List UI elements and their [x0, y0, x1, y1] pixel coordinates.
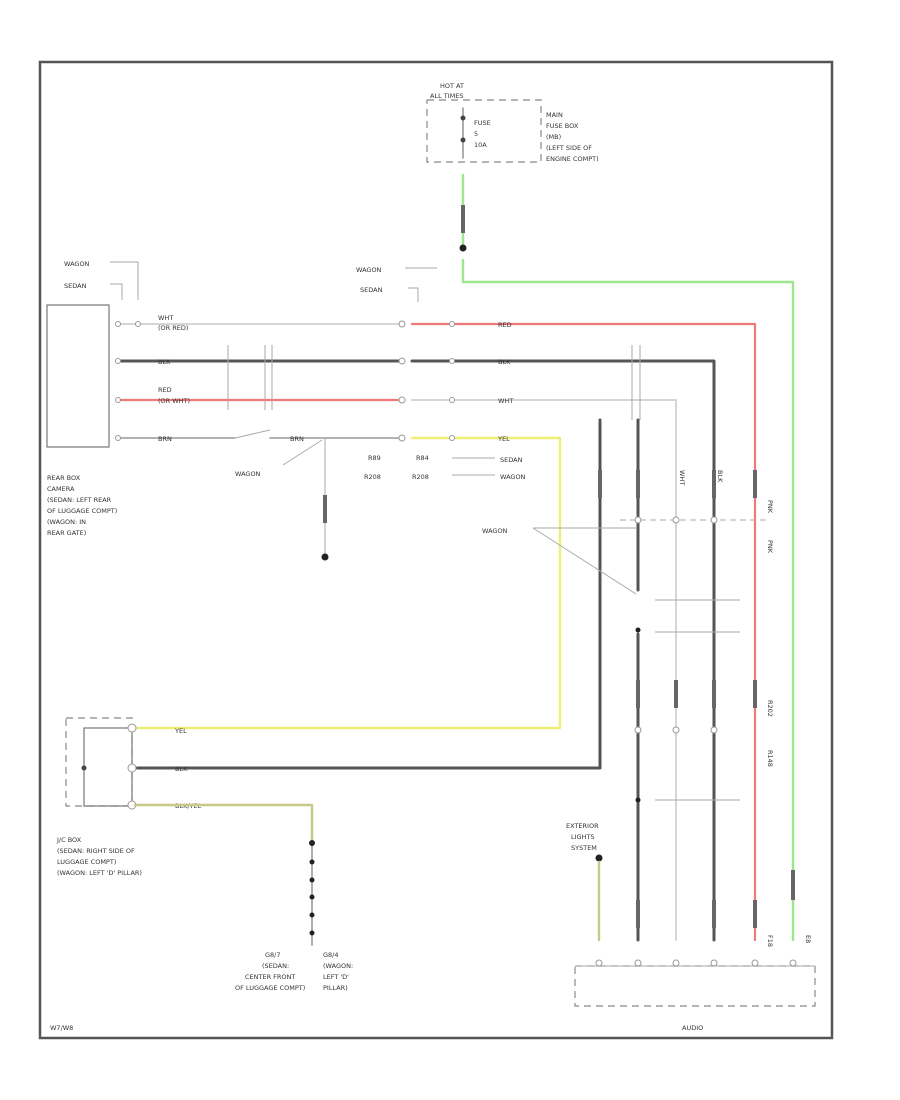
ground1-label-1: G8/7 [265, 951, 281, 959]
exterior-label-1: EXTERIOR [566, 822, 599, 830]
exterior-label-3: SYSTEM [571, 844, 597, 852]
blk-wire-jc [133, 418, 602, 770]
camera-label-1: REAR BOX [47, 474, 81, 482]
ground1-label-2: (SEDAN: [262, 962, 289, 970]
sedan-label-right: SEDAN [500, 456, 523, 464]
r208-label-a: R208 [364, 473, 381, 481]
jc-box [65, 717, 133, 807]
camera-label-6: REAR GATE) [47, 529, 86, 537]
exterior-lights-point [595, 854, 603, 862]
blk-vertical-label: BLK [716, 470, 724, 483]
blk-label-left: BLK [158, 358, 171, 366]
wht-wire-row3 [411, 399, 677, 941]
jc-label-3: LUGGAGE COMPT) [57, 858, 116, 866]
green-power-wire [461, 173, 795, 942]
jc-label-1: J/C BOX [56, 836, 82, 844]
brn-label-left: BRN [158, 435, 172, 443]
audio-unit-box [574, 965, 816, 1007]
rear-box-camera [46, 304, 110, 448]
fuse-number: 5 [474, 130, 478, 138]
main-fuse-label-5: ENGINE COMPT) [546, 155, 599, 163]
f18-label: F18 [766, 935, 774, 947]
brn-label-mid: BRN [290, 435, 304, 443]
wagon-label-right: WAGON [500, 473, 526, 481]
wagon-label-far-right: WAGON [482, 527, 508, 535]
diagram-code: W7/W8 [50, 1024, 73, 1032]
fuse-label: FUSE [474, 119, 491, 127]
jc-label-2: (SEDAN: RIGHT SIDE OF [57, 847, 135, 855]
diagram-frame [38, 60, 834, 1040]
ground2-label-1: G8/4 [323, 951, 339, 959]
r84-label: R84 [416, 454, 429, 462]
red-right-label: RED [498, 321, 512, 329]
ground2-label-4: PILLAR) [323, 984, 348, 992]
main-fuse-label-4: (LEFT SIDE OF [546, 144, 592, 152]
blk-low-label: BLK [175, 765, 188, 773]
blk-label-right: BLK [498, 358, 511, 366]
r202-label: R202 [766, 700, 774, 717]
camera-label-2: CAMERA [47, 485, 75, 493]
yel-wire-row4 [133, 436, 562, 730]
wagon-label-left: WAGON [64, 260, 90, 268]
red-wire-row1 [410, 322, 757, 942]
pnk-label-1: PNK [766, 500, 774, 514]
hot-at-label: HOT AT [440, 82, 464, 90]
wagon-label-switch: WAGON [235, 470, 261, 478]
ground1-label-4: OF LUGGAGE COMPT) [235, 984, 305, 992]
r148-label: R148 [766, 750, 774, 767]
main-fuse-box [426, 99, 542, 163]
all-times-label: ALL TIMES [430, 92, 463, 100]
ground1-label-3: CENTER FRONT [245, 973, 295, 981]
ground-point-mid [321, 553, 329, 561]
exterior-label-2: LIGHTS [571, 833, 595, 841]
main-fuse-label-2: FUSE BOX [546, 122, 579, 130]
e8-label: E8 [804, 935, 812, 943]
blk-yel-wire [133, 803, 314, 842]
sedan-label-left: SEDAN [64, 282, 87, 290]
wht-red-label-2: (OR RED) [158, 324, 188, 332]
fuse-rating: 10A [474, 141, 487, 149]
ground2-label-2: (WAGON: [323, 962, 353, 970]
unit-box-pins [595, 959, 797, 967]
connector-pins-left [115, 320, 455, 442]
main-fuse-label-3: (MB) [546, 133, 561, 141]
jc-label-4: (WAGON: LEFT 'D' PILLAR) [57, 869, 142, 877]
red-wht-label: RED [158, 386, 172, 394]
r208-label-b: R208 [412, 473, 429, 481]
wht-red-label: WHT [158, 314, 173, 322]
r89-label: R89 [368, 454, 381, 462]
camera-label-4: OF LUGGAGE COMPT) [47, 507, 117, 515]
blk-wire-row2 [116, 359, 716, 942]
ground2-label-3: LEFT 'D' [323, 973, 349, 981]
main-fuse-label-1: MAIN [546, 111, 563, 119]
camera-label-3: (SEDAN: LEFT REAR [47, 496, 112, 504]
wagon-label-mid: WAGON [356, 266, 382, 274]
yel-low-label: YEL [174, 727, 187, 735]
pnk-label-2: PNK [766, 540, 774, 554]
yel-right-label: YEL [497, 435, 510, 443]
wht-vertical-label: WHT [678, 470, 686, 485]
sedan-label-mid: SEDAN [360, 286, 383, 294]
camera-label-5: (WAGON: IN [47, 518, 86, 526]
unit-box-label: AUDIO [682, 1024, 703, 1032]
red-wht-label-2: (OR WHT) [158, 397, 190, 405]
wht-right-label: WHT [498, 397, 513, 405]
